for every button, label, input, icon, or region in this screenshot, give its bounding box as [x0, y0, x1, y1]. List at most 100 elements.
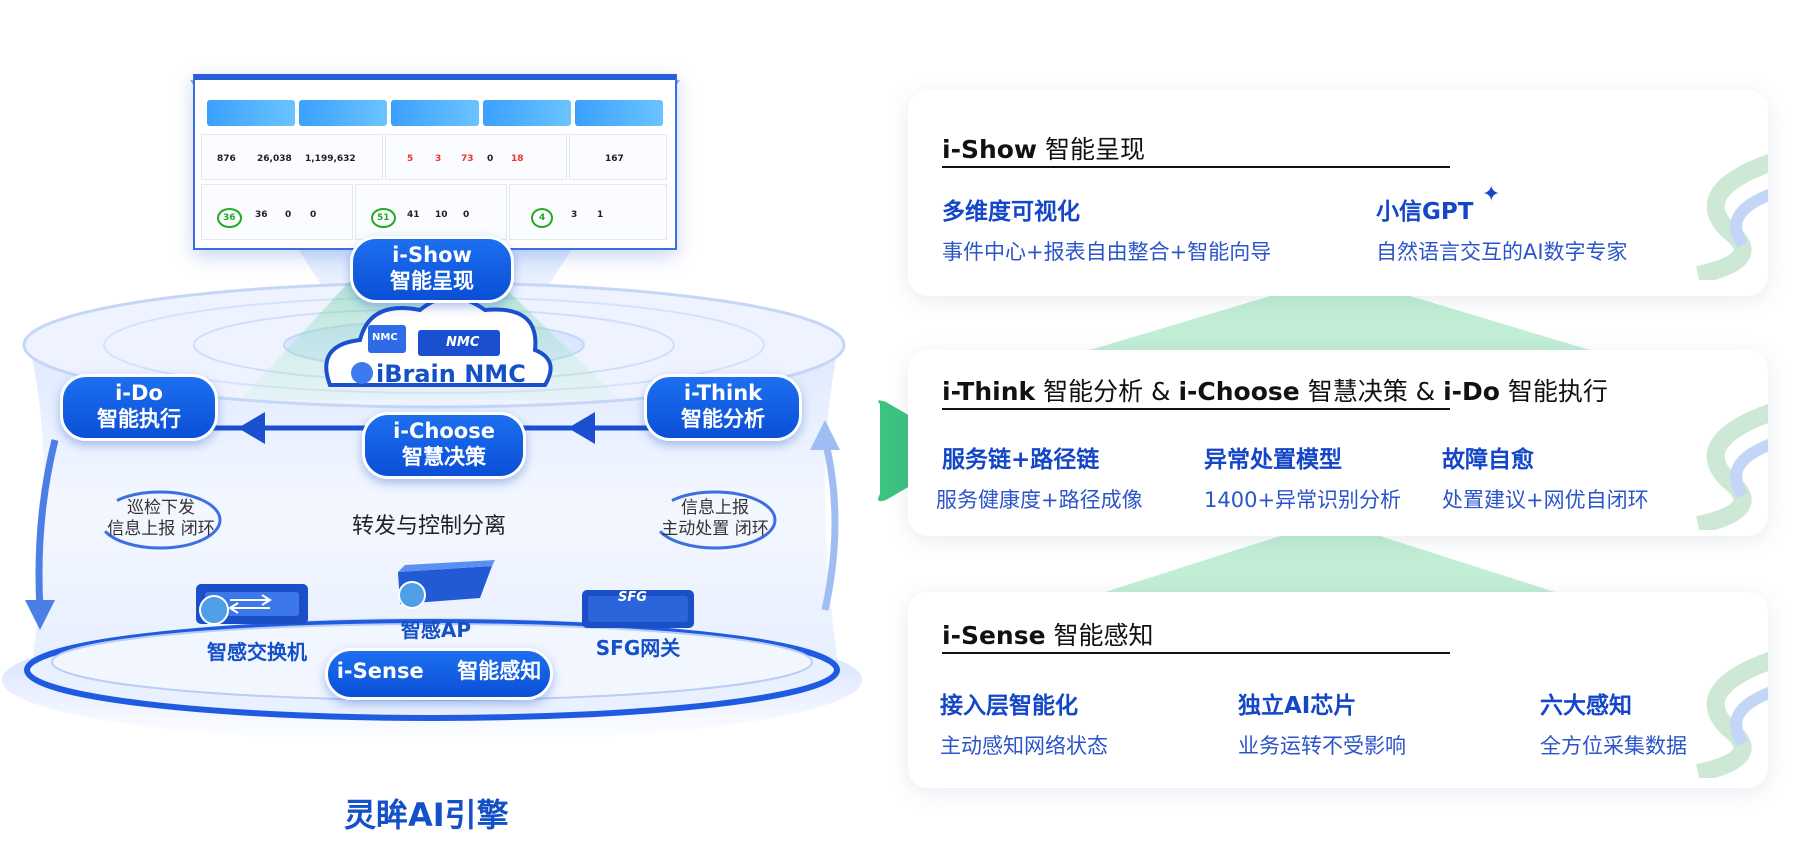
sparkle-icon: ✦ — [1482, 182, 1501, 207]
feature-heading: 独立AI芯片 — [1238, 693, 1357, 719]
title-rest: 智能呈现 — [1037, 135, 1145, 164]
title-bold: i-Show — [942, 135, 1038, 164]
dash-value: 1 — [597, 210, 604, 220]
dash-card — [575, 100, 663, 126]
panel-title: i-Sense 智能感知 — [942, 616, 1154, 652]
feature-desc: 主动感知网络状态 — [940, 734, 1108, 758]
dash-value: 5 — [407, 154, 414, 164]
dash-panel — [385, 134, 567, 180]
title-rest: 智能执行 — [1499, 377, 1608, 406]
nmc-large-label: NMC — [446, 335, 480, 350]
dash-gauge: 4 — [531, 208, 554, 228]
dash-value: 0 — [487, 154, 494, 164]
feature-heading: 异常处置模型 — [1204, 447, 1342, 473]
feature-desc: 自然语言交互的AI数字专家 — [1376, 240, 1628, 264]
pill-label: i-Show — [392, 243, 472, 267]
feature-desc: 服务健康度+路径成像 — [936, 488, 1143, 512]
dash-value: 10 — [435, 210, 448, 220]
sfg-label: SFG网关 — [595, 636, 681, 660]
panel-title: i-Show 智能呈现 — [942, 130, 1145, 166]
title-bold: i-Do — [1443, 377, 1500, 406]
dash-gauge: 51 — [371, 208, 396, 228]
pill-label: 智慧决策 — [402, 445, 486, 469]
pill-label: 智能呈现 — [390, 269, 474, 293]
dash-card — [483, 100, 571, 126]
engine-title: 灵眸AI引擎 — [344, 796, 509, 834]
panel-title: i-Think 智能分析 & i-Choose 智慧决策 & i-Do 智能执行 — [942, 372, 1608, 408]
pill-label: i-Choose — [393, 419, 495, 443]
ai-engine-diagram: 876 26,038 1,199,632 5 3 73 0 18 167 36 … — [0, 0, 880, 856]
right-loop-label: 信息上报 主动处置 闭环 — [652, 498, 778, 540]
dash-value: 73 — [461, 154, 474, 164]
dash-value: 876 — [217, 154, 236, 164]
switch-label: 智感交换机 — [207, 640, 307, 664]
title-rest: 智能分析 & — [1035, 377, 1179, 406]
title-bold: i-Think — [942, 377, 1036, 406]
title-underline — [942, 408, 1450, 410]
pill-label: 智能执行 — [97, 407, 181, 431]
dash-value: 167 — [605, 154, 624, 164]
dash-card — [207, 100, 295, 126]
i-show-panel: i-Show 智能呈现 多维度可视化 事件中心+报表自由整合+智能向导 小信GP… — [908, 90, 1768, 296]
ap-label: 智感AP — [400, 618, 472, 642]
nmc-small-label: NMC — [372, 332, 398, 343]
pill-label: i-Sense — [336, 659, 424, 683]
swirl-decoration — [1696, 652, 1768, 778]
dashboard-preview: 876 26,038 1,199,632 5 3 73 0 18 167 36 … — [193, 74, 677, 250]
sfg-badge: SFG — [618, 590, 647, 605]
title-bold: i-Sense — [942, 621, 1046, 650]
dash-value: 41 — [407, 210, 420, 220]
dash-value: 0 — [285, 210, 292, 220]
title-underline — [942, 652, 1450, 654]
title-bold: i-Choose — [1178, 377, 1300, 406]
loop-line: 主动处置 闭环 — [661, 519, 769, 539]
feature-desc: 1400+异常识别分析 — [1204, 488, 1402, 512]
i-sense-panel: i-Sense 智能感知 接入层智能化 主动感知网络状态 独立AI芯片 业务运转… — [908, 592, 1768, 788]
dash-card — [391, 100, 479, 126]
feature-heading: 多维度可视化 — [942, 199, 1080, 225]
swirl-decoration — [1696, 154, 1768, 280]
dash-card — [299, 100, 387, 126]
feature-heading: 故障自愈 — [1442, 447, 1534, 473]
dash-panel — [201, 184, 353, 240]
feature-desc: 处置建议+网优自闭环 — [1442, 488, 1649, 512]
left-loop-label: 巡检下发 信息上报 闭环 — [98, 498, 224, 540]
dash-panel — [201, 134, 383, 180]
i-choose-pill: i-Choose 智慧决策 — [362, 412, 526, 479]
i-think-pill: i-Think 智能分析 — [644, 374, 802, 441]
dash-value: 1,199,632 — [305, 154, 356, 164]
swirl-decoration — [1696, 404, 1768, 530]
dash-value: 3 — [571, 210, 578, 220]
title-rest: 智能感知 — [1045, 621, 1154, 650]
feature-desc: 业务运转不受影响 — [1238, 734, 1406, 758]
pill-label: i-Do — [115, 381, 163, 405]
dash-value: 26,038 — [257, 154, 292, 164]
feature-heading: 服务链+路径链 — [942, 447, 1100, 473]
feature-desc: 全方位采集数据 — [1540, 734, 1687, 758]
diagram-background — [2, 80, 862, 742]
pill-label: 智能感知 — [457, 659, 542, 683]
loop-line: 信息上报 — [681, 498, 749, 518]
loop-line: 信息上报 闭环 — [107, 519, 215, 539]
dash-value: 18 — [511, 154, 524, 164]
i-sense-pill: i-Sense 智能感知 — [325, 648, 553, 700]
title-rest: 智慧决策 & — [1299, 377, 1444, 406]
pill-label: i-Think — [683, 381, 763, 405]
dash-gauge: 36 — [217, 208, 242, 228]
pill-label: 智能分析 — [681, 407, 765, 431]
feature-heading: 小信GPT — [1376, 199, 1474, 225]
dash-value: 0 — [310, 210, 317, 220]
i-do-pill: i-Do 智能执行 — [60, 374, 218, 441]
i-show-pill: i-Show 智能呈现 — [350, 236, 514, 303]
title-underline — [942, 166, 1450, 168]
dash-value: 36 — [255, 210, 268, 220]
feature-desc: 事件中心+报表自由整合+智能向导 — [942, 240, 1272, 264]
dash-value: 0 — [463, 210, 470, 220]
loop-line: 巡检下发 — [127, 498, 195, 518]
connector-cones — [1080, 275, 1590, 600]
dash-value: 3 — [435, 154, 442, 164]
i-think-panel: i-Think 智能分析 & i-Choose 智慧决策 & i-Do 智能执行… — [908, 350, 1768, 536]
feature-heading: 六大感知 — [1540, 693, 1632, 719]
cloud-label: iBrain NMC — [376, 360, 526, 388]
feature-heading: 接入层智能化 — [940, 693, 1078, 719]
